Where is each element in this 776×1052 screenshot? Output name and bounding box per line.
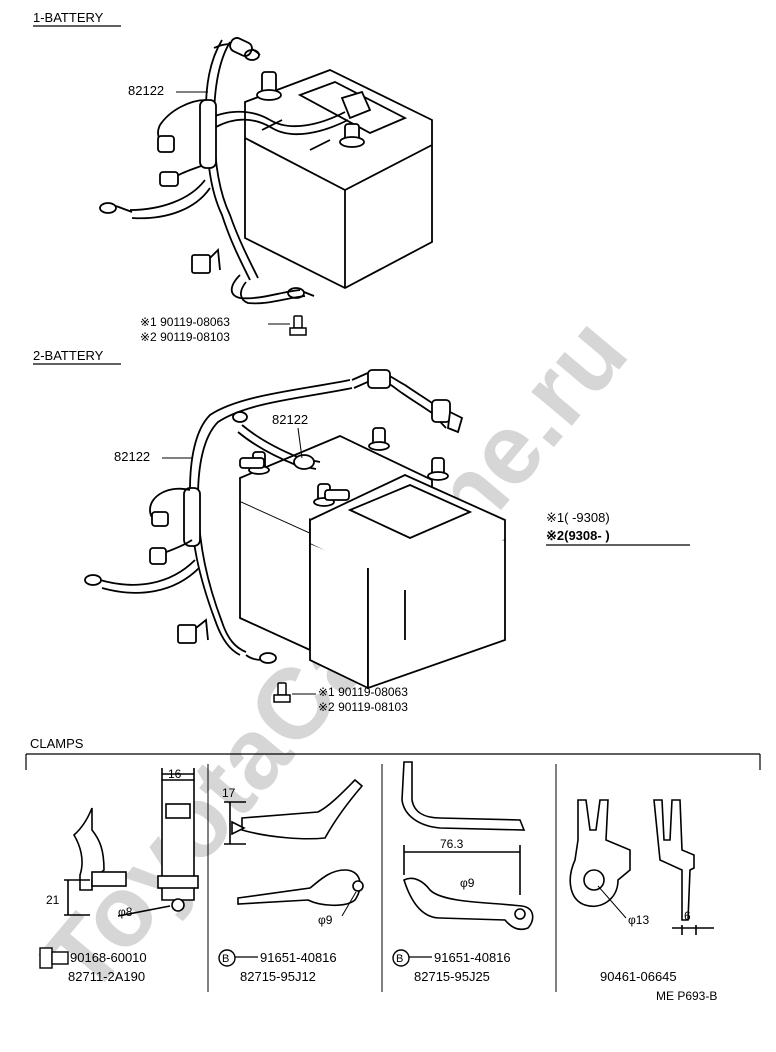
cable-callout-1: 82122 [128, 83, 164, 98]
bolt-1-label: ※1 90119-08063 [140, 315, 230, 329]
clamp-3-bolt: 91651-40816 [434, 950, 511, 965]
section-1-battery: 1-BATTERY [33, 10, 433, 344]
clamp-3-part: 82715-95J25 [414, 969, 490, 984]
clamp-1-height: 21 [46, 893, 60, 907]
clamp-1 [64, 768, 199, 917]
bolt-2-label-1: ※1 90119-08063 [318, 685, 408, 699]
section-2-title: 2-BATTERY [33, 348, 104, 363]
clamp-3-length: 76.3 [440, 837, 464, 851]
bolt-2-label: ※2 90119-08103 [140, 330, 230, 344]
section-1-title: 1-BATTERY [33, 10, 104, 25]
battery-cable-1 [99, 37, 349, 305]
terminal-posts-1 [256, 71, 372, 148]
jumper-cable [237, 424, 350, 501]
clamp-2-height: 17 [222, 786, 236, 800]
clamp-4-width: 6 [684, 909, 691, 923]
clamp-4-hole: φ13 [628, 913, 649, 927]
legend: ※1( -9308) ※2(9308- ) [546, 510, 690, 546]
clamp-2-hole: φ9 [318, 913, 333, 927]
bolt-2-label-2: ※2 90119-08103 [318, 700, 408, 714]
clamp-1-width: 16 [168, 767, 182, 781]
bolt-1 [289, 315, 307, 336]
clamp-4-part: 90461-06645 [600, 969, 677, 984]
cable-callout-2: 82122 [114, 449, 150, 464]
clamp-2 [224, 778, 364, 907]
clamp-4 [569, 799, 714, 935]
clamp-1-hole: φ8 [118, 905, 133, 919]
figure-code: ME P693-B [656, 989, 717, 1003]
legend-line-1: ※1( -9308) [546, 510, 610, 525]
legend-line-2: ※2(9308- ) [546, 528, 610, 543]
clamp-2-bolt: 91651-40816 [260, 950, 337, 965]
clamp-1-part: 82711-2A190 [68, 969, 145, 984]
jumper-callout: 82122 [272, 412, 308, 427]
clamp-3 [401, 761, 534, 931]
clamp-1-bolt-icon [39, 947, 69, 969]
clamps-section: CLAMPS 16 21 φ8 90168-6 [25, 736, 761, 992]
battery-1 [244, 69, 433, 290]
section-2-battery: 2-BATTERY [33, 348, 506, 714]
clamps-title: CLAMPS [30, 736, 84, 751]
clamp-3-bolt-mark-icon [392, 949, 410, 967]
battery-2b [309, 474, 506, 690]
bolt-2 [273, 682, 291, 703]
clamp-1-bolt: 90168-60010 [70, 950, 147, 965]
clamp-3-bolt-mark: B [396, 953, 403, 965]
clamp-3-hole: φ9 [460, 876, 475, 890]
clamp-2-bolt-mark: B [222, 953, 229, 965]
clamp-2-bolt-mark-icon [218, 949, 236, 967]
clamp-2-part: 82715-95J12 [240, 969, 316, 984]
battery-cable-2 [84, 369, 464, 664]
